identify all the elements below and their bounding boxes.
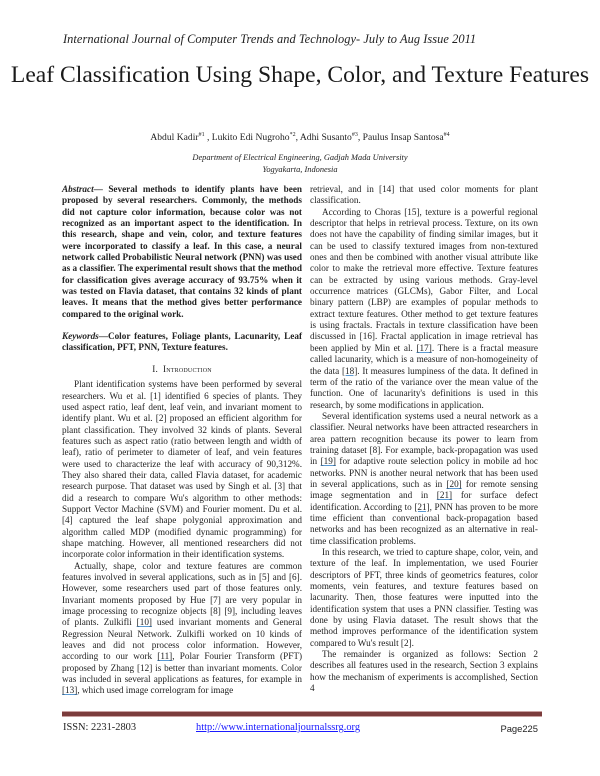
author-separator: , <box>357 132 363 143</box>
paragraph: Several identification systems used a ne… <box>310 411 538 547</box>
paragraph: Plant identification systems have been p… <box>62 379 302 560</box>
section-heading-introduction: I. Introduction <box>62 364 302 375</box>
text-run: . There is a fractal measure called lacu… <box>310 342 539 376</box>
paper-title: Leaf Classification Using Shape, Color, … <box>10 62 590 88</box>
text-run: , which used image correlogram for image <box>77 685 234 696</box>
footer-journal-link[interactable]: http://www.internationaljournalssrg.org <box>196 722 361 733</box>
author-mark: #1 <box>198 132 205 138</box>
keywords: Keywords—Color features, Foliage plants,… <box>62 331 302 354</box>
text-run: Several identification systems used a ne… <box>310 410 538 467</box>
text-run: , Polar Fourier Transform (PFT) proposed… <box>62 651 302 685</box>
text-run: for remote sensing image segmentation an… <box>310 478 538 501</box>
author-name: Adhi Susanto <box>299 132 352 143</box>
author-mark: #4 <box>443 132 450 138</box>
citation-link[interactable]: [10] <box>136 617 152 628</box>
footer-issn: ISSN: 2231-2803 <box>63 722 137 733</box>
text-run: Actually, shape, color and texture featu… <box>62 560 302 628</box>
keywords-label: Keywords <box>62 331 99 342</box>
citation-link[interactable]: [18] <box>341 365 358 376</box>
affiliation-department: Department of Electrical Engineering, Ga… <box>192 153 408 162</box>
citation-link[interactable]: [13] <box>62 685 78 696</box>
text-run: According to Choras [15], texture is a p… <box>310 206 538 353</box>
footer-divider <box>62 711 542 717</box>
affiliation: Department of Electrical Engineering, Ga… <box>0 152 600 176</box>
text-run: , PNN has proven to be more time efficie… <box>310 501 538 546</box>
section-title: Introduction <box>162 363 212 374</box>
author-name: Abdul Kadir <box>150 132 199 143</box>
text-run: . It measures lumpiness of the data. It … <box>310 365 538 410</box>
abstract-label: Abstract <box>62 184 94 194</box>
author-mark: #3 <box>351 132 358 138</box>
text-run: for adaptive route selection policy in m… <box>310 456 538 489</box>
citation-link[interactable]: [17] <box>416 342 432 353</box>
keywords-text: —Color features, Foliage plants, Lacunar… <box>62 331 302 353</box>
right-column: retrieval, and in [14] that used color m… <box>310 184 538 694</box>
author-mark: *2 <box>289 132 296 138</box>
author-list: Abdul Kadir#1 , Lukito Edi Nugroho*2, Ad… <box>0 132 600 143</box>
citation-link[interactable]: [19] <box>320 456 336 467</box>
section-number: I. <box>152 363 158 374</box>
journal-header: International Journal of Computer Trends… <box>63 32 477 46</box>
citation-link[interactable]: [20] <box>446 478 462 489</box>
author-separator: , <box>295 132 300 143</box>
abstract-text: — Several methods to identify plants hav… <box>62 184 302 319</box>
author-name: Lukito Edi Nugroho <box>211 132 290 143</box>
paragraph: Actually, shape, color and texture featu… <box>62 561 302 697</box>
author-name: Paulus Insap Santosa <box>362 132 444 143</box>
citation-link[interactable]: [21] <box>436 490 453 501</box>
paragraph: In this research, we tried to capture sh… <box>310 547 538 648</box>
affiliation-location: Yogyakarta, Indonesia <box>262 165 338 174</box>
citation-link[interactable]: [21] <box>414 501 430 512</box>
paragraph: The remainder is organized as follows: S… <box>310 649 538 694</box>
citation-link[interactable]: [11] <box>157 651 173 662</box>
text-run: for surface defect identification. Accor… <box>310 490 538 512</box>
paragraph: According to Choras [15], texture is a p… <box>310 207 538 411</box>
text-run: used invariant moments and General Regre… <box>62 617 302 662</box>
author-separator: , <box>204 132 212 143</box>
abstract: Abstract— Several methods to identify pl… <box>62 184 302 320</box>
left-column: Abstract— Several methods to identify pl… <box>62 184 302 697</box>
paragraph: retrieval, and in [14] that used color m… <box>310 184 538 206</box>
footer-page-number: Page225 <box>500 723 538 734</box>
